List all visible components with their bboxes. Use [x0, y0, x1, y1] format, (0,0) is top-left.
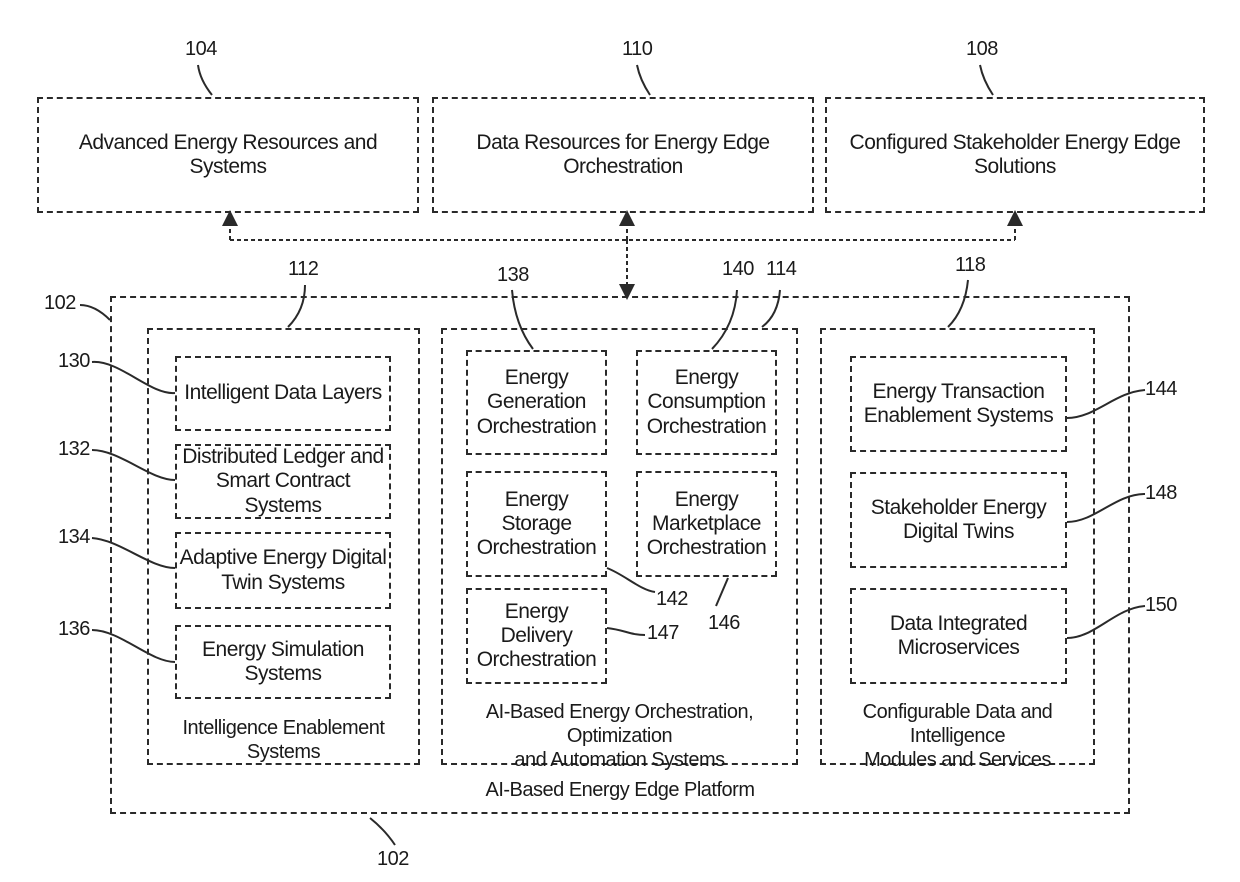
energy-simulation-label: Energy Simulation Systems	[177, 638, 389, 686]
configured-solutions-box: Configured Stakeholder Energy Edge Solut…	[825, 97, 1205, 213]
marketplace-orchestration-box: Energy Marketplace Orchestration	[636, 471, 777, 577]
leader-102-bottom	[370, 818, 395, 845]
marketplace-orchestration-label: Energy Marketplace Orchestration	[647, 488, 767, 560]
ref-144: 144	[1145, 378, 1177, 401]
ref-114: 114	[766, 258, 796, 281]
ref-146: 146	[708, 612, 740, 635]
stakeholder-digital-twins-label: Stakeholder Energy Digital Twins	[871, 496, 1046, 544]
advanced-energy-resources-label: Advanced Energy Resources and Systems	[39, 131, 417, 179]
ref-134: 134	[58, 526, 90, 549]
intelligent-data-layers-label: Intelligent Data Layers	[184, 381, 381, 405]
data-resources-label: Data Resources for Energy Edge Orchestra…	[434, 131, 812, 179]
transaction-enablement-box: Energy Transaction Enablement Systems	[850, 356, 1067, 452]
ref-118: 118	[955, 254, 985, 277]
ref-112: 112	[288, 258, 318, 281]
distributed-ledger-box: Distributed Ledger and Smart Contract Sy…	[175, 444, 391, 519]
ref-150: 150	[1145, 594, 1177, 617]
platform-caption: AI-Based Energy Edge Platform	[110, 778, 1130, 802]
ref-104: 104	[185, 38, 217, 61]
ref-136: 136	[58, 618, 90, 641]
ref-142: 142	[656, 588, 688, 611]
ref-138: 138	[497, 264, 529, 287]
leader-104	[198, 65, 212, 95]
consumption-orchestration-label: Energy Consumption Orchestration	[647, 366, 767, 438]
advanced-energy-resources-box: Advanced Energy Resources and Systems	[37, 97, 419, 213]
leader-108	[980, 65, 993, 95]
configured-solutions-label: Configured Stakeholder Energy Edge Solut…	[827, 131, 1203, 179]
data-integrated-microservices-label: Data Integrated Microservices	[890, 612, 1027, 660]
orchestration-caption: AI-Based Energy Orchestration, Optimizat…	[441, 700, 798, 772]
consumption-orchestration-box: Energy Consumption Orchestration	[636, 350, 777, 455]
generation-orchestration-box: Energy Generation Orchestration	[466, 350, 607, 455]
modules-caption: Configurable Data and Intelligence Modul…	[820, 700, 1095, 772]
generation-orchestration-label: Energy Generation Orchestration	[477, 366, 597, 438]
transaction-enablement-label: Energy Transaction Enablement Systems	[864, 380, 1053, 428]
ref-108: 108	[966, 38, 998, 61]
ref-147: 147	[647, 622, 679, 645]
intelligence-caption: Intelligence Enablement Systems	[147, 716, 420, 764]
ref-148: 148	[1145, 482, 1177, 505]
data-resources-box: Data Resources for Energy Edge Orchestra…	[432, 97, 814, 213]
energy-simulation-box: Energy Simulation Systems	[175, 625, 391, 699]
adaptive-digital-twin-label: Adaptive Energy Digital Twin Systems	[180, 546, 387, 594]
delivery-orchestration-box: Energy Delivery Orchestration	[466, 588, 607, 684]
data-integrated-microservices-box: Data Integrated Microservices	[850, 588, 1067, 684]
intelligent-data-layers-box: Intelligent Data Layers	[175, 356, 391, 431]
storage-orchestration-label: Energy Storage Orchestration	[468, 488, 605, 560]
ref-140: 140	[722, 258, 754, 281]
ref-102-top: 102	[44, 292, 76, 315]
leader-110	[637, 65, 650, 95]
ref-102-bottom: 102	[377, 848, 409, 871]
ref-110: 110	[622, 38, 652, 61]
leader-102-top	[80, 305, 110, 320]
stakeholder-digital-twins-box: Stakeholder Energy Digital Twins	[850, 472, 1067, 568]
ref-130: 130	[58, 350, 90, 373]
ref-132: 132	[58, 438, 90, 461]
distributed-ledger-label: Distributed Ledger and Smart Contract Sy…	[177, 445, 389, 517]
adaptive-digital-twin-box: Adaptive Energy Digital Twin Systems	[175, 532, 391, 609]
delivery-orchestration-label: Energy Delivery Orchestration	[468, 600, 605, 672]
storage-orchestration-box: Energy Storage Orchestration	[466, 471, 607, 577]
